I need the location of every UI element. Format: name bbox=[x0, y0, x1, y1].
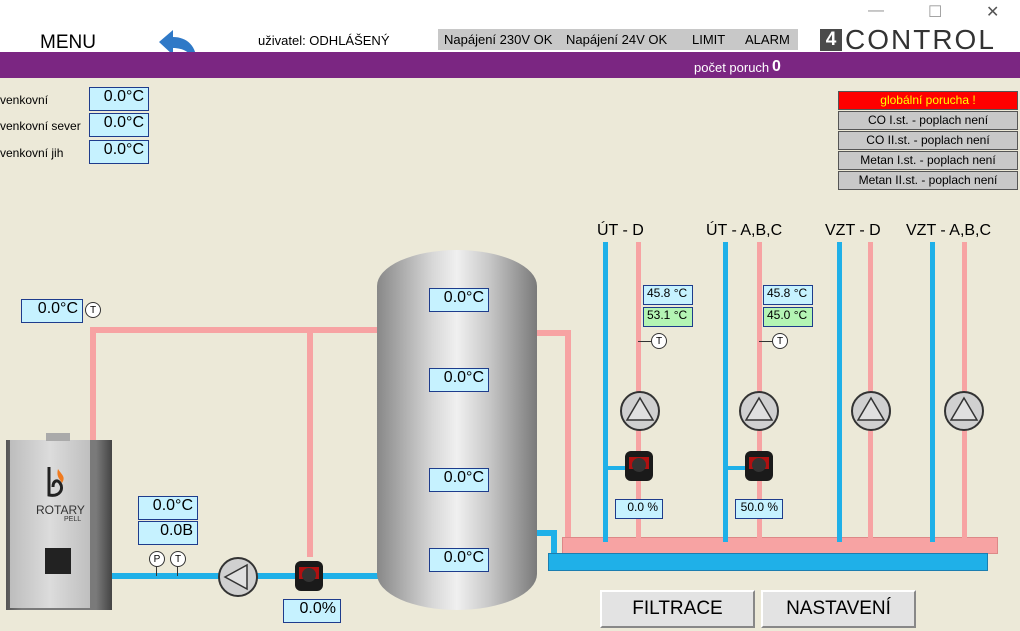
mixing-valve-utabc-icon[interactable] bbox=[743, 447, 773, 483]
utabc-sensor-line bbox=[759, 341, 773, 342]
tank-supply-outlet bbox=[537, 330, 571, 336]
circuit-label-utabc: ÚT - A,B,C bbox=[706, 222, 783, 239]
outdoor-north-value: 0.0°C bbox=[89, 113, 149, 137]
boiler-flow-sensor-icon: T bbox=[85, 302, 101, 318]
outdoor-label: venkovní bbox=[0, 93, 49, 107]
window-minimize-icon[interactable]: — bbox=[868, 2, 884, 19]
mixing-valve-utd-icon[interactable] bbox=[623, 447, 653, 483]
supply-pipe-top bbox=[90, 327, 378, 333]
pump-vztabc-icon[interactable] bbox=[944, 391, 984, 431]
circuit-label-vztd: VZT - D bbox=[825, 222, 881, 239]
utd-temp-sensor-icon: T bbox=[651, 333, 667, 349]
boiler-valve-percent: 0.0% bbox=[283, 599, 341, 623]
pump-utabc-icon[interactable] bbox=[739, 391, 779, 431]
boiler-pump-icon[interactable] bbox=[218, 557, 258, 597]
logo-text: CONTROL bbox=[845, 24, 996, 55]
pump-utd-icon[interactable] bbox=[620, 391, 660, 431]
poruch-label: počet poruch bbox=[694, 60, 770, 75]
outdoor-value: 0.0°C bbox=[89, 87, 149, 111]
status-alarm: ALARM bbox=[745, 32, 790, 47]
alarm-methane-1[interactable]: Metan I.st. - poplach není bbox=[838, 151, 1018, 170]
circuit-label-vztabc: VZT - A,B,C bbox=[906, 222, 992, 239]
pressure-sensor-icon: P bbox=[149, 551, 165, 567]
status-24v: Napájení 24V OK bbox=[566, 32, 668, 47]
circuit-utabc-return bbox=[723, 242, 728, 542]
tank-return-riser bbox=[551, 530, 557, 558]
utabc-valve-percent: 50.0 % bbox=[735, 499, 783, 519]
temp-sensor-stem bbox=[177, 566, 178, 576]
status-strip bbox=[438, 29, 798, 50]
outdoor-north-label: venkovní sever bbox=[0, 119, 81, 133]
utd-valve-percent: 0.0 % bbox=[615, 499, 663, 519]
alarm-global[interactable]: globální porucha ! bbox=[838, 91, 1018, 110]
purple-bar bbox=[0, 52, 1020, 78]
boiler-flame-icon bbox=[40, 465, 70, 499]
alarm-co-1[interactable]: CO I.st. - poplach není bbox=[838, 111, 1018, 130]
tank-return-inlet bbox=[537, 530, 557, 536]
poruch-count: 0 bbox=[772, 58, 781, 75]
bypass-pipe bbox=[307, 327, 313, 557]
utd-temp-1: 45.8 °C bbox=[643, 285, 693, 305]
outdoor-south-value: 0.0°C bbox=[89, 140, 149, 164]
alarm-co-2[interactable]: CO II.st. - poplach není bbox=[838, 131, 1018, 150]
window-close-icon[interactable]: ✕ bbox=[986, 4, 1000, 21]
boiler-brand-sub: PELL bbox=[64, 516, 82, 523]
back-arrow-icon[interactable] bbox=[155, 28, 201, 68]
menu-label[interactable]: MENU bbox=[40, 32, 96, 53]
boiler-door bbox=[45, 548, 71, 574]
utd-sensor-line bbox=[638, 341, 652, 342]
mixing-bypass-utd bbox=[605, 466, 627, 470]
boiler-flow-temp: 0.0°C bbox=[21, 299, 83, 323]
tank-temp-2: 0.0°C bbox=[429, 368, 489, 392]
circuit-vztabc-return bbox=[930, 242, 935, 542]
utabc-temp-1: 45.8 °C bbox=[763, 285, 813, 305]
utabc-temp-sensor-icon: T bbox=[772, 333, 788, 349]
supply-pipe-boiler bbox=[90, 327, 96, 442]
nastaveni-button[interactable]: NASTAVENÍ bbox=[761, 590, 916, 628]
utabc-temp-2: 45.0 °C bbox=[763, 307, 813, 327]
boiler-pressure: 0.0B bbox=[138, 521, 198, 545]
outdoor-south-label: venkovní jih bbox=[0, 146, 64, 160]
tank-supply-riser bbox=[565, 330, 571, 542]
boiler-brand: ROTARY bbox=[36, 503, 85, 517]
boiler-mixing-valve-icon[interactable] bbox=[293, 557, 323, 593]
circuit-vztd-return bbox=[837, 242, 842, 542]
pump-vztd-icon[interactable] bbox=[851, 391, 891, 431]
filtrace-button[interactable]: FILTRACE bbox=[600, 590, 755, 628]
user-status: uživatel: ODHLÁŠENÝ bbox=[258, 33, 390, 48]
tank-temp-3: 0.0°C bbox=[429, 468, 489, 492]
tank-temp-1: 0.0°C bbox=[429, 288, 489, 312]
utd-temp-2: 53.1 °C bbox=[643, 307, 693, 327]
boiler-flue bbox=[46, 433, 70, 441]
window-maximize-icon[interactable]: ☐ bbox=[928, 4, 943, 21]
logo-digit: 4 bbox=[820, 29, 842, 51]
status-230v: Napájení 230V OK bbox=[444, 32, 553, 47]
circuit-utd-return bbox=[603, 242, 608, 542]
tank-temp-4: 0.0°C bbox=[429, 548, 489, 572]
alarm-methane-2[interactable]: Metan II.st. - poplach není bbox=[838, 171, 1018, 190]
boiler-return-temp: 0.0°C bbox=[138, 496, 198, 520]
return-temp-sensor-icon: T bbox=[170, 551, 186, 567]
mixing-bypass-utabc bbox=[725, 466, 747, 470]
pressure-sensor-stem bbox=[156, 566, 157, 576]
circuit-label-utd: ÚT - D bbox=[597, 222, 644, 239]
status-limit: LIMIT bbox=[692, 32, 726, 47]
return-header bbox=[548, 553, 988, 571]
